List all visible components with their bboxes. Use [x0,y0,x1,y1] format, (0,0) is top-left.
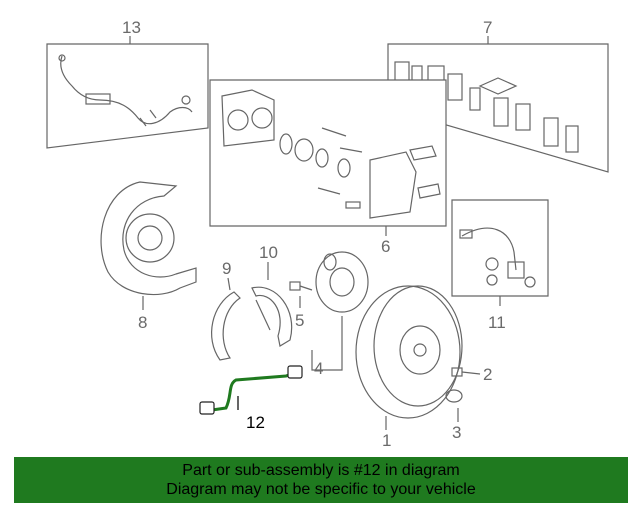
callout-10: 10 [259,243,278,262]
part-5-hub-bolt[interactable] [289,281,313,291]
info-banner: Part or sub-assembly is #12 in diagram D… [14,457,628,503]
callout-11: 11 [488,313,506,332]
part-3-cap[interactable] [445,389,463,403]
part-11-hose-box[interactable] [451,199,549,297]
callout-3: 3 [452,423,462,442]
part-1-rotor[interactable] [355,285,463,419]
callout-5: 5 [295,311,305,330]
part-8-dust-shield[interactable] [100,181,197,296]
part-12-fitting-left [199,401,215,415]
parts-diagram [46,36,609,430]
part-12-brake-hose[interactable] [211,370,301,412]
callout-12: 12 [246,413,265,432]
callout-6: 6 [381,237,391,256]
banner-line-2: Diagram may not be specific to your vehi… [166,481,476,498]
part-10-shoe[interactable] [251,286,293,347]
part-9-shoe[interactable] [211,291,241,361]
hub-assembly[interactable] [315,251,369,313]
part-6-caliper-box[interactable] [209,79,447,227]
callout-9: 9 [222,259,232,278]
callout-7: 7 [483,18,493,37]
part-2-screw[interactable] [451,367,481,377]
callout-13: 13 [122,18,141,37]
banner-line-1: Part or sub-assembly is #12 in diagram [182,462,460,479]
callout-8: 8 [138,313,148,332]
part-13-sensor-box[interactable] [46,43,209,149]
callout-1: 1 [382,431,392,450]
callout-2: 2 [483,365,493,384]
part-12-fitting-right [287,365,303,379]
callout-4: 4 [314,359,324,378]
